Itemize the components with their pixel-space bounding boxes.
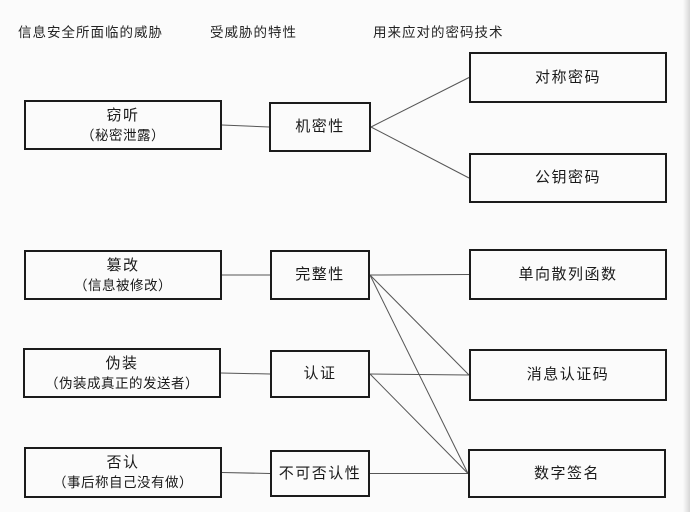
connector-line bbox=[221, 124, 270, 128]
scan-edge-artifact bbox=[683, 0, 690, 512]
node-title: 认证 bbox=[303, 365, 337, 382]
node-title: 否认 bbox=[106, 454, 140, 471]
property-box-confidentiality: 机密性 bbox=[269, 102, 371, 152]
node-title: 机密性 bbox=[295, 118, 345, 135]
technique-box-one-way-hash: 单向散列函数 bbox=[469, 249, 667, 300]
threat-box-tampering: 篡改 （信息被修改） bbox=[24, 250, 222, 300]
technique-box-public-key-cipher: 公钥密码 bbox=[469, 153, 667, 203]
connector-line bbox=[370, 77, 470, 128]
connector-line bbox=[369, 274, 470, 376]
property-box-authentication: 认证 bbox=[270, 350, 370, 398]
connector-line bbox=[369, 274, 470, 276]
connector-line bbox=[369, 373, 470, 376]
node-title: 公钥密码 bbox=[534, 169, 601, 186]
node-title: 伪装 bbox=[105, 354, 139, 372]
node-title: 对称密码 bbox=[534, 68, 601, 86]
node-title: 篡改 bbox=[106, 256, 140, 274]
node-title: 窃听 bbox=[106, 106, 140, 124]
property-box-integrity: 完整性 bbox=[270, 250, 370, 300]
connector-line bbox=[369, 274, 469, 474]
node-subtitle: （事后称自己没有做） bbox=[53, 475, 193, 490]
node-title: 单向散列函数 bbox=[518, 265, 618, 283]
node-subtitle: （伪装成真正的发送者） bbox=[45, 375, 199, 391]
column-header-techniques: 用来应对的密码技术 bbox=[373, 25, 504, 40]
node-title: 数字签名 bbox=[533, 464, 600, 482]
connector-line bbox=[221, 472, 271, 474]
technique-box-symmetric-cipher: 对称密码 bbox=[469, 52, 667, 103]
node-title: 完整性 bbox=[295, 266, 345, 283]
property-box-non-repudiation: 不可否认性 bbox=[270, 450, 370, 497]
column-header-threats: 信息安全所面临的威胁 bbox=[18, 25, 163, 40]
column-header-properties: 受威胁的特性 bbox=[210, 25, 297, 40]
node-title: 消息认证码 bbox=[526, 366, 610, 383]
node-subtitle: （秘密泄露） bbox=[81, 127, 165, 143]
threat-box-eavesdropping: 窃听 （秘密泄露） bbox=[24, 100, 222, 150]
connector-line bbox=[369, 373, 469, 474]
threat-box-repudiation: 否认 （事后称自己没有做） bbox=[24, 447, 222, 498]
threat-box-spoofing: 伪装 （伪装成真正的发送者） bbox=[23, 348, 221, 398]
node-title: 不可否认性 bbox=[278, 464, 362, 482]
connector-line bbox=[370, 126, 470, 179]
technique-box-digital-signature: 数字签名 bbox=[468, 449, 666, 498]
node-subtitle: （信息被修改） bbox=[74, 277, 172, 293]
connector-line bbox=[220, 372, 271, 375]
technique-box-message-auth-code: 消息认证码 bbox=[469, 349, 667, 401]
